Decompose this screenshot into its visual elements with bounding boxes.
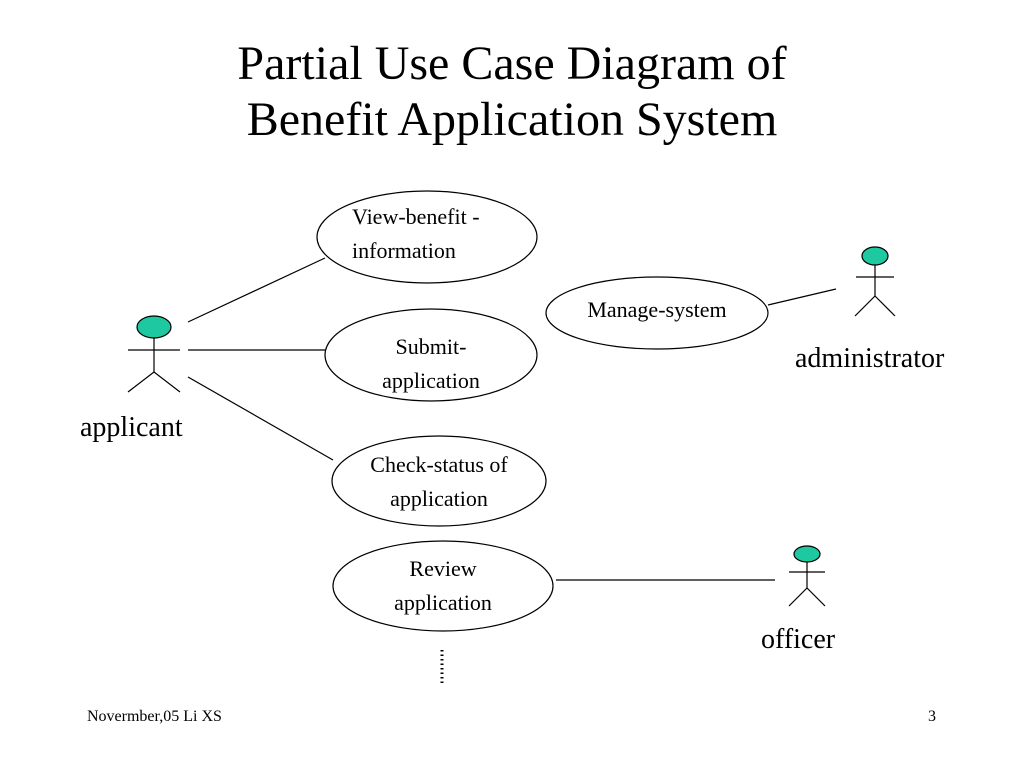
- usecase-submit-ellipse: [324, 308, 538, 402]
- slide-title: Partial Use Case Diagram of Benefit Appl…: [0, 36, 1024, 148]
- association-applicant-check-status: [187, 376, 334, 461]
- usecase-check-status-ellipse: [331, 435, 547, 527]
- actor-officer-icon: [788, 545, 826, 607]
- actor-applicant-label: applicant: [80, 412, 183, 443]
- title-line-1: Partial Use Case Diagram of: [237, 37, 787, 90]
- actor-officer-label: officer: [761, 624, 836, 655]
- title-line-2: Benefit Application System: [246, 93, 778, 146]
- usecase-review-ellipse: [332, 540, 554, 632]
- usecase-review-label: Review application: [394, 556, 492, 615]
- page-number: 3: [928, 708, 936, 725]
- footer-text: Novermber,05 Li XS: [87, 708, 222, 725]
- usecase-check-status-label: Check-status of application: [370, 452, 508, 511]
- usecase-view-benefit-label: View-benefit - information: [352, 204, 480, 263]
- association-admin-manage-system: [767, 288, 837, 306]
- usecase-view-benefit-ellipse: [316, 190, 538, 284]
- usecase-manage-system-label: Manage-system: [587, 297, 727, 322]
- usecase-submit-label: Submit- application: [382, 334, 480, 393]
- actor-administrator-label: administrator: [795, 343, 945, 374]
- actor-administrator-icon: [854, 246, 896, 317]
- actor-applicant-icon: [127, 315, 181, 393]
- usecase-manage-system-ellipse: [545, 276, 769, 350]
- association-applicant-view-benefit: [187, 257, 326, 323]
